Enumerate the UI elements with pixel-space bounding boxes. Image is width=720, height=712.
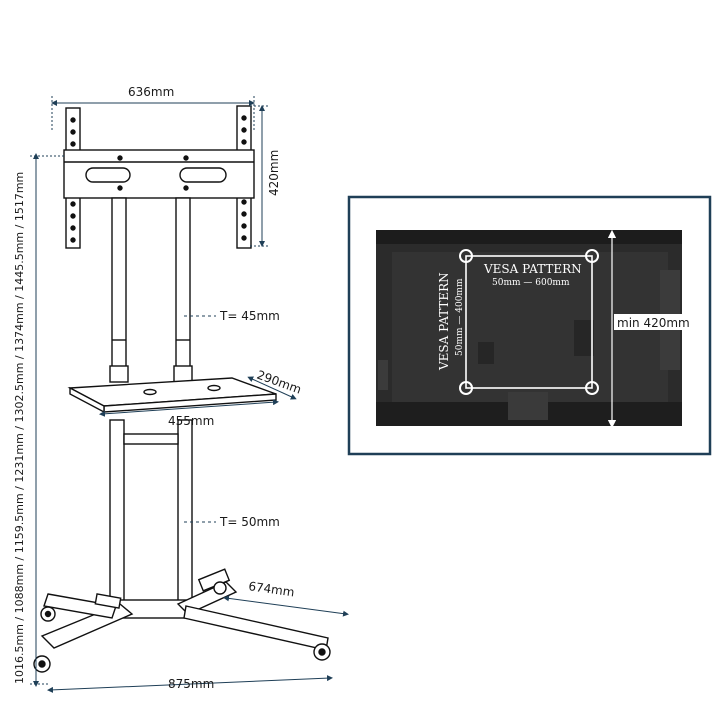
vesa-title-horizontal: VESA PATTERN	[483, 262, 582, 276]
vesa-range-horizontal: 50mm — 600mm	[492, 278, 570, 288]
upright-poles	[109, 197, 193, 383]
vesa-range-vertical: 50mm — 400mm	[455, 278, 465, 356]
lower-frame	[105, 419, 197, 619]
dimension-lines	[30, 96, 349, 693]
base-thickness-label: T= 50mm	[219, 515, 280, 529]
vesa-hole-top-left	[459, 249, 473, 263]
min-height-label: min 420mm	[617, 316, 690, 330]
shelf	[67, 377, 277, 414]
vesa-hole-top-right	[585, 249, 599, 263]
mount-plate	[63, 149, 255, 199]
shelf-width-label: 455mm	[168, 414, 214, 428]
vesa-panel: VESA PATTERN 50mm — 600mm VESA PATTERN 5…	[347, 195, 712, 456]
base-depth-label: 674mm	[248, 579, 296, 599]
base-legs	[40, 568, 329, 651]
height-settings-label: 1016.5mm / 1088mm / 1159.5mm / 1231mm / …	[13, 172, 26, 684]
vesa-hole-bottom-right	[585, 381, 599, 395]
mount-width-label: 636mm	[128, 85, 174, 99]
vesa-title-vertical: VESA PATTERN	[437, 272, 451, 371]
vesa-hole-bottom-left	[459, 381, 473, 395]
mount-height-label: 420mm	[267, 150, 281, 196]
tv-back	[376, 230, 682, 426]
vesa-guide	[459, 229, 617, 429]
pole-thickness-label: T= 45mm	[219, 309, 280, 323]
tv-stand-drawing	[33, 105, 331, 673]
casters	[33, 581, 331, 673]
base-width-label: 875mm	[168, 677, 214, 691]
